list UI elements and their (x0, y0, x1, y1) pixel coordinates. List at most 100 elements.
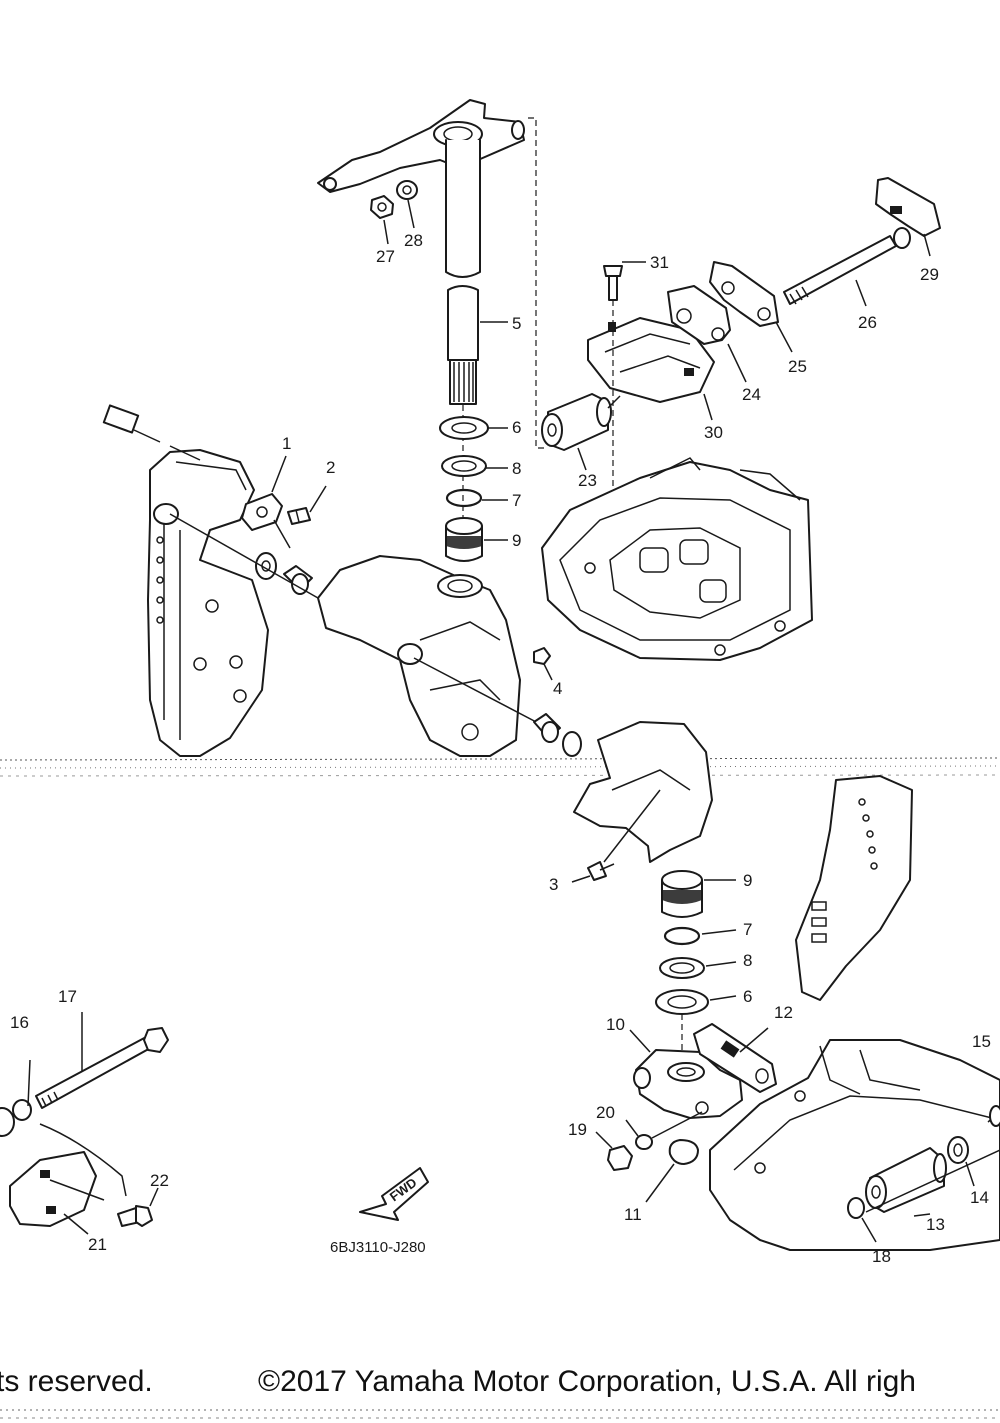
plate-25 (709, 261, 779, 327)
bush-right (533, 713, 561, 743)
callout-12: 12 (774, 1003, 793, 1022)
rubber-mount-23 (541, 393, 612, 451)
rubber-mount-13 (865, 1147, 947, 1213)
circlip-11 (668, 1139, 699, 1165)
leader-line (645, 1163, 675, 1203)
right-clamp-bracket (795, 775, 913, 1001)
screw-3 (587, 861, 615, 881)
callout-16: 16 (10, 1013, 29, 1032)
callout-30: 30 (704, 423, 723, 442)
callout-22: 22 (150, 1171, 169, 1190)
swivel-bracket (317, 555, 521, 757)
callout-19: 19 (568, 1120, 587, 1139)
nut-4 (533, 647, 551, 665)
link-12 (693, 1023, 777, 1093)
bracket-29 (875, 177, 941, 237)
callout-1: 1 (282, 434, 291, 453)
callout-27: 27 (376, 247, 395, 266)
footer-copyright-text: ©2017 Yamaha Motor Corporation, U.S.A. A… (258, 1365, 916, 1398)
callout-2: 2 (326, 458, 335, 477)
label-leaders (480, 233, 975, 1243)
callout-21: 21 (88, 1235, 107, 1254)
bolt-31 (603, 265, 623, 301)
callout-23: 23 (578, 471, 597, 490)
scan-noise-bottom (0, 1409, 1000, 1419)
callout-9-upper: 9 (512, 531, 521, 550)
axis-line (651, 1111, 703, 1139)
callout-8-upper: 8 (512, 459, 521, 478)
bolt-26 (783, 227, 911, 305)
washer-left (255, 552, 277, 580)
callout-labels: 1 2 3 4 5 6 6 7 7 8 8 9 9 10 11 12 13 14… (10, 231, 991, 1266)
scan-seam (0, 757, 1000, 777)
fwd-arrow-icon: FWD (359, 1167, 429, 1221)
clamp-bracket (147, 449, 269, 757)
axis-line (865, 1149, 1000, 1213)
lower-bush-stack (655, 870, 709, 1015)
nut-19 (607, 1145, 633, 1171)
callout-20: 20 (596, 1103, 615, 1122)
callout-4: 4 (553, 679, 562, 698)
callout-11: 11 (624, 1205, 642, 1224)
screw-2 (287, 507, 311, 525)
leader-line (149, 1187, 159, 1207)
axis-line (169, 513, 319, 599)
steering-arm (317, 99, 525, 193)
callout-7-upper: 7 (512, 491, 521, 510)
bolt-17 (35, 1027, 169, 1109)
bush-left (283, 565, 313, 595)
leader-line (543, 663, 553, 681)
axis-line (528, 117, 548, 449)
nut-27 (370, 195, 394, 219)
washer-16 (12, 1099, 32, 1121)
callout-10: 10 (606, 1015, 625, 1034)
steering-shaft (445, 139, 481, 405)
lower-block-21 (9, 1123, 127, 1227)
washer-20 (635, 1134, 653, 1150)
callout-29: 29 (920, 265, 939, 284)
callout-3: 3 (549, 875, 558, 894)
callout-15: 15 (972, 1032, 991, 1051)
leader-line (27, 1012, 83, 1107)
leader-line (407, 199, 415, 229)
axis-line (413, 657, 541, 725)
leader-line (63, 1213, 89, 1235)
leader-line (607, 395, 621, 409)
callout-14: 14 (970, 1188, 989, 1207)
axis-line (49, 1179, 105, 1201)
washer-14 (947, 1136, 969, 1164)
leader-line (309, 485, 327, 513)
callout-17: 17 (58, 987, 77, 1006)
leader-line (383, 219, 389, 245)
callout-28: 28 (404, 231, 423, 250)
footer-rights-text: ts reserved. (0, 1365, 153, 1398)
engine-base (541, 457, 813, 661)
callout-25: 25 (788, 357, 807, 376)
washer-28 (396, 180, 418, 200)
part-15-edge (989, 1105, 1000, 1127)
callout-9-lower: 9 (743, 871, 752, 890)
callout-18: 18 (872, 1247, 891, 1266)
callout-8-lower: 8 (743, 951, 752, 970)
leader-line (271, 455, 287, 493)
leader-line (739, 1027, 769, 1053)
part-left-edge (0, 1107, 15, 1137)
bolt-22 (117, 1205, 153, 1227)
callout-7-lower: 7 (743, 920, 752, 939)
upper-bush-stack (439, 416, 489, 562)
callout-5: 5 (512, 314, 521, 333)
plate-24 (667, 285, 731, 345)
diagram-code: 6BJ3110-J280 (330, 1239, 426, 1256)
lower-mount-10 (633, 1049, 743, 1119)
axis-line (603, 789, 661, 863)
callout-26: 26 (858, 313, 877, 332)
callout-24: 24 (742, 385, 761, 404)
washer-right (562, 731, 582, 757)
callout-31: 31 (650, 253, 669, 272)
callout-13: 13 (926, 1215, 945, 1234)
wire-connector (102, 404, 201, 461)
callout-6-upper: 6 (512, 418, 521, 437)
switch-1 (241, 493, 291, 549)
